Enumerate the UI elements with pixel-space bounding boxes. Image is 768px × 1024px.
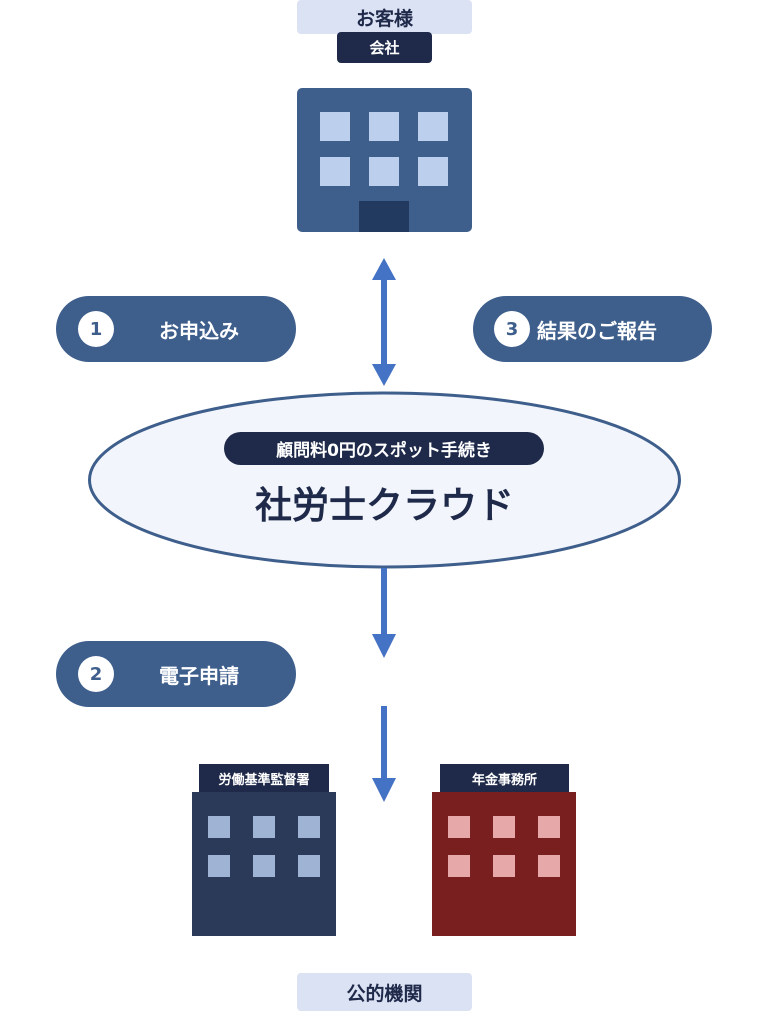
window-icon: [418, 157, 448, 186]
public-agencies-label: 公的機関: [297, 973, 472, 1011]
window-icon: [253, 816, 275, 838]
window-icon: [298, 816, 320, 838]
bidirectional-arrow-icon: [372, 258, 396, 386]
down-arrow-icon: [372, 568, 396, 658]
labor-office-building-icon: [192, 792, 336, 936]
window-icon: [208, 855, 230, 877]
step-2-badge: 2 電子申請: [56, 641, 296, 707]
pension-office-building-icon: [432, 792, 576, 936]
step-label: 電子申請: [159, 663, 239, 688]
service-name: 社労士クラウド: [255, 484, 514, 527]
step-3-badge: 3 結果のご報告: [473, 296, 712, 362]
window-icon: [320, 157, 350, 186]
window-icon: [448, 855, 470, 877]
step-number: 3: [494, 311, 530, 347]
down-arrow-icon: [372, 706, 396, 802]
window-icon: [418, 112, 448, 141]
labor-office-label: 労働基準監督署: [199, 764, 329, 792]
window-icon: [320, 112, 350, 141]
window-icon: [448, 816, 470, 838]
window-icon: [493, 816, 515, 838]
window-icon: [369, 112, 399, 141]
step-number: 1: [78, 311, 114, 347]
window-icon: [298, 855, 320, 877]
customer-tag: 会社: [337, 32, 432, 63]
step-label: 結果のご報告: [537, 318, 657, 343]
service-tagline: 顧問料0円のスポット手続き: [224, 432, 544, 465]
window-icon: [538, 855, 560, 877]
door-icon: [359, 201, 409, 232]
window-icon: [208, 816, 230, 838]
step-number: 2: [78, 656, 114, 692]
window-icon: [253, 855, 275, 877]
customer-building-icon: [297, 88, 472, 232]
step-label: お申込み: [159, 318, 239, 343]
customer-label: お客様: [297, 0, 472, 34]
window-icon: [493, 855, 515, 877]
step-1-badge: 1 お申込み: [56, 296, 296, 362]
pension-office-label: 年金事務所: [440, 764, 569, 792]
window-icon: [538, 816, 560, 838]
window-icon: [369, 157, 399, 186]
